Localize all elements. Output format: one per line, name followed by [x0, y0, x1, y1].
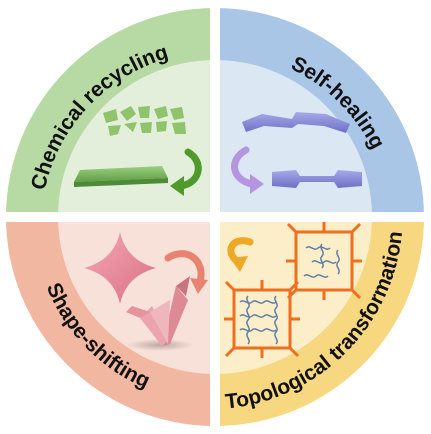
- recycle-arrow-icon: [176, 148, 202, 190]
- inner-topological-transformation: [215, 217, 372, 374]
- polymer-fragments: [103, 106, 186, 136]
- polymer-recycling-icon: [74, 106, 202, 196]
- polymer-network-top: [286, 222, 362, 300]
- polymer-sheet: [74, 166, 168, 182]
- healing-arrow-icon: [231, 146, 256, 188]
- healing-arrow-head-icon: [250, 174, 264, 194]
- broken-dogbone-sample: [242, 112, 350, 133]
- transformation-arrow-head-icon: [230, 256, 248, 272]
- origami-crane-icon: [84, 232, 208, 351]
- folding-arrow-head-icon: [190, 278, 208, 294]
- healed-dogbone-sample: [272, 170, 362, 188]
- folding-arrow-icon: [164, 250, 205, 286]
- polymer-sheet-edge: [74, 178, 168, 187]
- quadrant-dividers: [2, 4, 428, 430]
- polymer-network-icon: [224, 222, 362, 358]
- four-point-star-sheet: [84, 232, 156, 304]
- paper-crane: [126, 276, 190, 346]
- recycle-arrow-head-icon: [170, 176, 184, 196]
- polymer-network-bottom: [224, 280, 300, 358]
- self-healing-icon: [231, 112, 362, 194]
